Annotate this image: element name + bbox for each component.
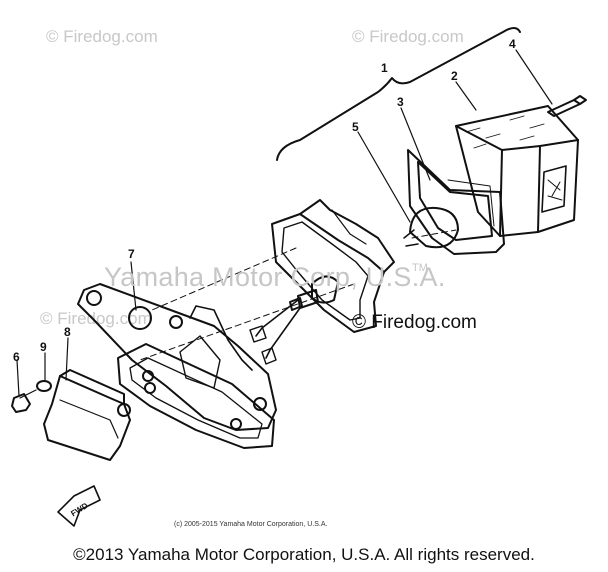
callout-5: 5 (352, 120, 359, 134)
callout-4: 4 (509, 37, 516, 51)
lamp-base (271, 199, 395, 333)
callout-3: 3 (397, 95, 404, 109)
watermark-mid-left: © Firedog.com (40, 309, 152, 328)
washer (36, 380, 52, 392)
assembly-bracket (276, 27, 521, 161)
fwd-label: FWD (69, 501, 89, 518)
fwd-arrow (57, 485, 101, 527)
callout-9: 9 (40, 340, 47, 354)
watermark-tm: TM (412, 262, 428, 274)
screw (11, 389, 37, 413)
callout-1: 1 (381, 61, 388, 75)
socket (289, 275, 339, 311)
footer-copyright: ©2013 Yamaha Motor Corporation, U.S.A. A… (73, 545, 535, 564)
firedog-brand: © Firedog.com (352, 312, 477, 333)
license-plate-mount (117, 335, 275, 449)
gasket (407, 149, 505, 255)
license-lens (43, 369, 131, 461)
callout-6: 6 (13, 350, 20, 364)
watermark-top-right: © Firedog.com (352, 27, 464, 46)
license-bracket (77, 283, 277, 431)
watermark-top-left: © Firedog.com (46, 27, 158, 46)
lens-housing (455, 105, 579, 237)
bulb (403, 206, 459, 249)
callout-2: 2 (451, 69, 458, 83)
diagram-copyright: (c) 2005-2015 Yamaha Motor Corporation, … (174, 521, 328, 528)
bolt (547, 95, 587, 117)
callout-7: 7 (128, 247, 135, 261)
watermark-yamaha: Yamaha Motor Corp, U.S.A. (104, 262, 446, 292)
callout-8: 8 (64, 325, 71, 339)
